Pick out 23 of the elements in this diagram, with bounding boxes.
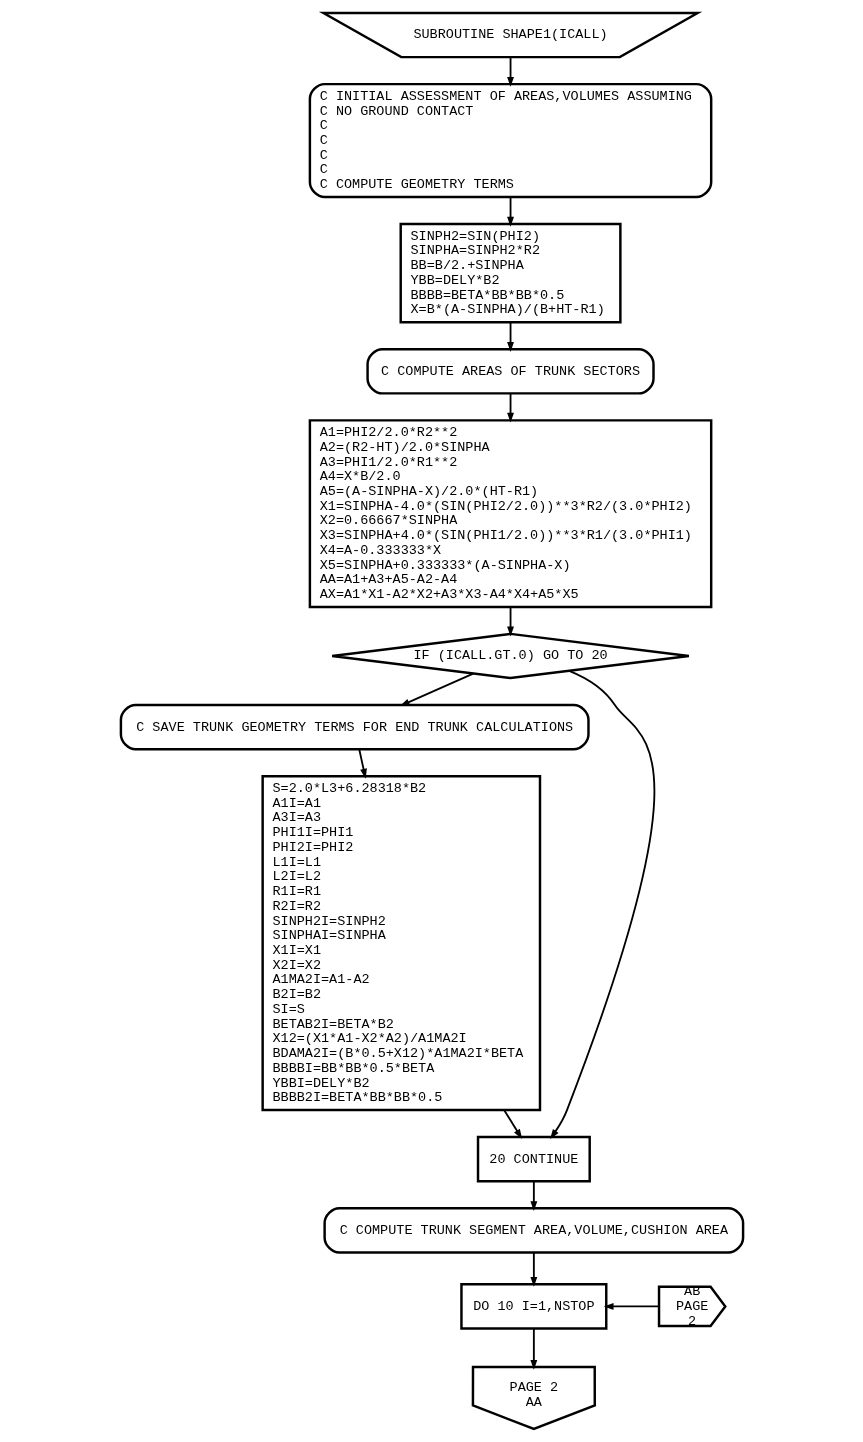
node-box: S=2.0*L3+6.28318*B2 A1I=A1 A3I=A3 PHI1I=PHI1 PHI2I=PHI2 L1I=L1 L2I=L2 R1I=R1 R2I=R2 SINPH2I=SINPH2 SINPHAI=SINPHA X1I=X1 X2I=X2 A1MA2I=A1-A2 B2I=B2 SI=S BETAB2I=BETA*B2 X12=(X1*A1-X2*A2)/A1MA2I BDAMA2I=(B*0.5+X12)*A1MA2I*BETA BBBBI=BB*BB*0.5*BETA YBBI=DELY*B2 BBBB2I=BETA*BB*BB*0.5 <box>260 775 541 1112</box>
arrow <box>529 1327 537 1370</box>
node-box: C COMPUTE TRUNK SEGMENT AREA,VOLUME,CUSHION AREA <box>322 1207 744 1254</box>
node-box: SINPH2=SIN(PHI2) SINPHA=SINPH2*R2 BB=B/2.+SINPHA YBB=DELY*B2 BBBB=BETA*BB*BB*0.5 X=B*(A-SINPHA)/(B+HT-R1) <box>399 222 622 324</box>
node-box: 20 CONTINUE <box>476 1135 591 1183</box>
arrow <box>503 1109 522 1140</box>
arrow <box>549 669 655 1140</box>
arrow <box>506 392 514 423</box>
arrow <box>603 1302 660 1310</box>
arrow <box>399 672 474 707</box>
node-box: A1=PHI2/2.0*R2**2 A2=(R2-HT)/2.0*SINPHA A3=PHI1/2.0*R1**2 A4=X*B/2.0 A5=(A-SINPHA-X)/2.0*(HT-R1) X1=SINPHA-4.0*(SIN(PHI2/2.0))**3*R2/(3.0*PHI2) X2=0.66667*SINPHA X3=SINPHA+4.0*(SIN(PHI1/2.0))**3*R1/(3.0*PHI1) X4=A-0.333333*X X5=SINPHA+0.333333*(A-SINPHA-X) AA=A1+A3+A5-A2-A4 AX=A1*X1-A2*X2+A3*X3-A4*X4+A5*X5 <box>308 419 712 609</box>
node-box: C COMPUTE AREAS OF TRUNK SECTORS <box>365 347 655 395</box>
node-box: DO 10 I=1,NSTOP <box>459 1283 607 1330</box>
node-diamond: IF (ICALL.GT.0) GO TO 20 <box>330 632 690 680</box>
arrow <box>529 1251 537 1287</box>
arrow <box>357 748 367 779</box>
arrow <box>529 1180 537 1211</box>
arrow <box>506 196 514 227</box>
arrow <box>506 56 514 87</box>
node-box: C SAVE TRUNK GEOMETRY TERMS FOR END TRUNK CALCULATIONS <box>119 703 590 751</box>
node-box: C INITIAL ASSESSMENT OF AREAS,VOLUMES ASSUMING C NO GROUND CONTACT C C C C C COMPUTE GEOMETRY TERMS <box>308 82 712 199</box>
arrow <box>506 606 514 637</box>
arrow <box>506 321 514 352</box>
